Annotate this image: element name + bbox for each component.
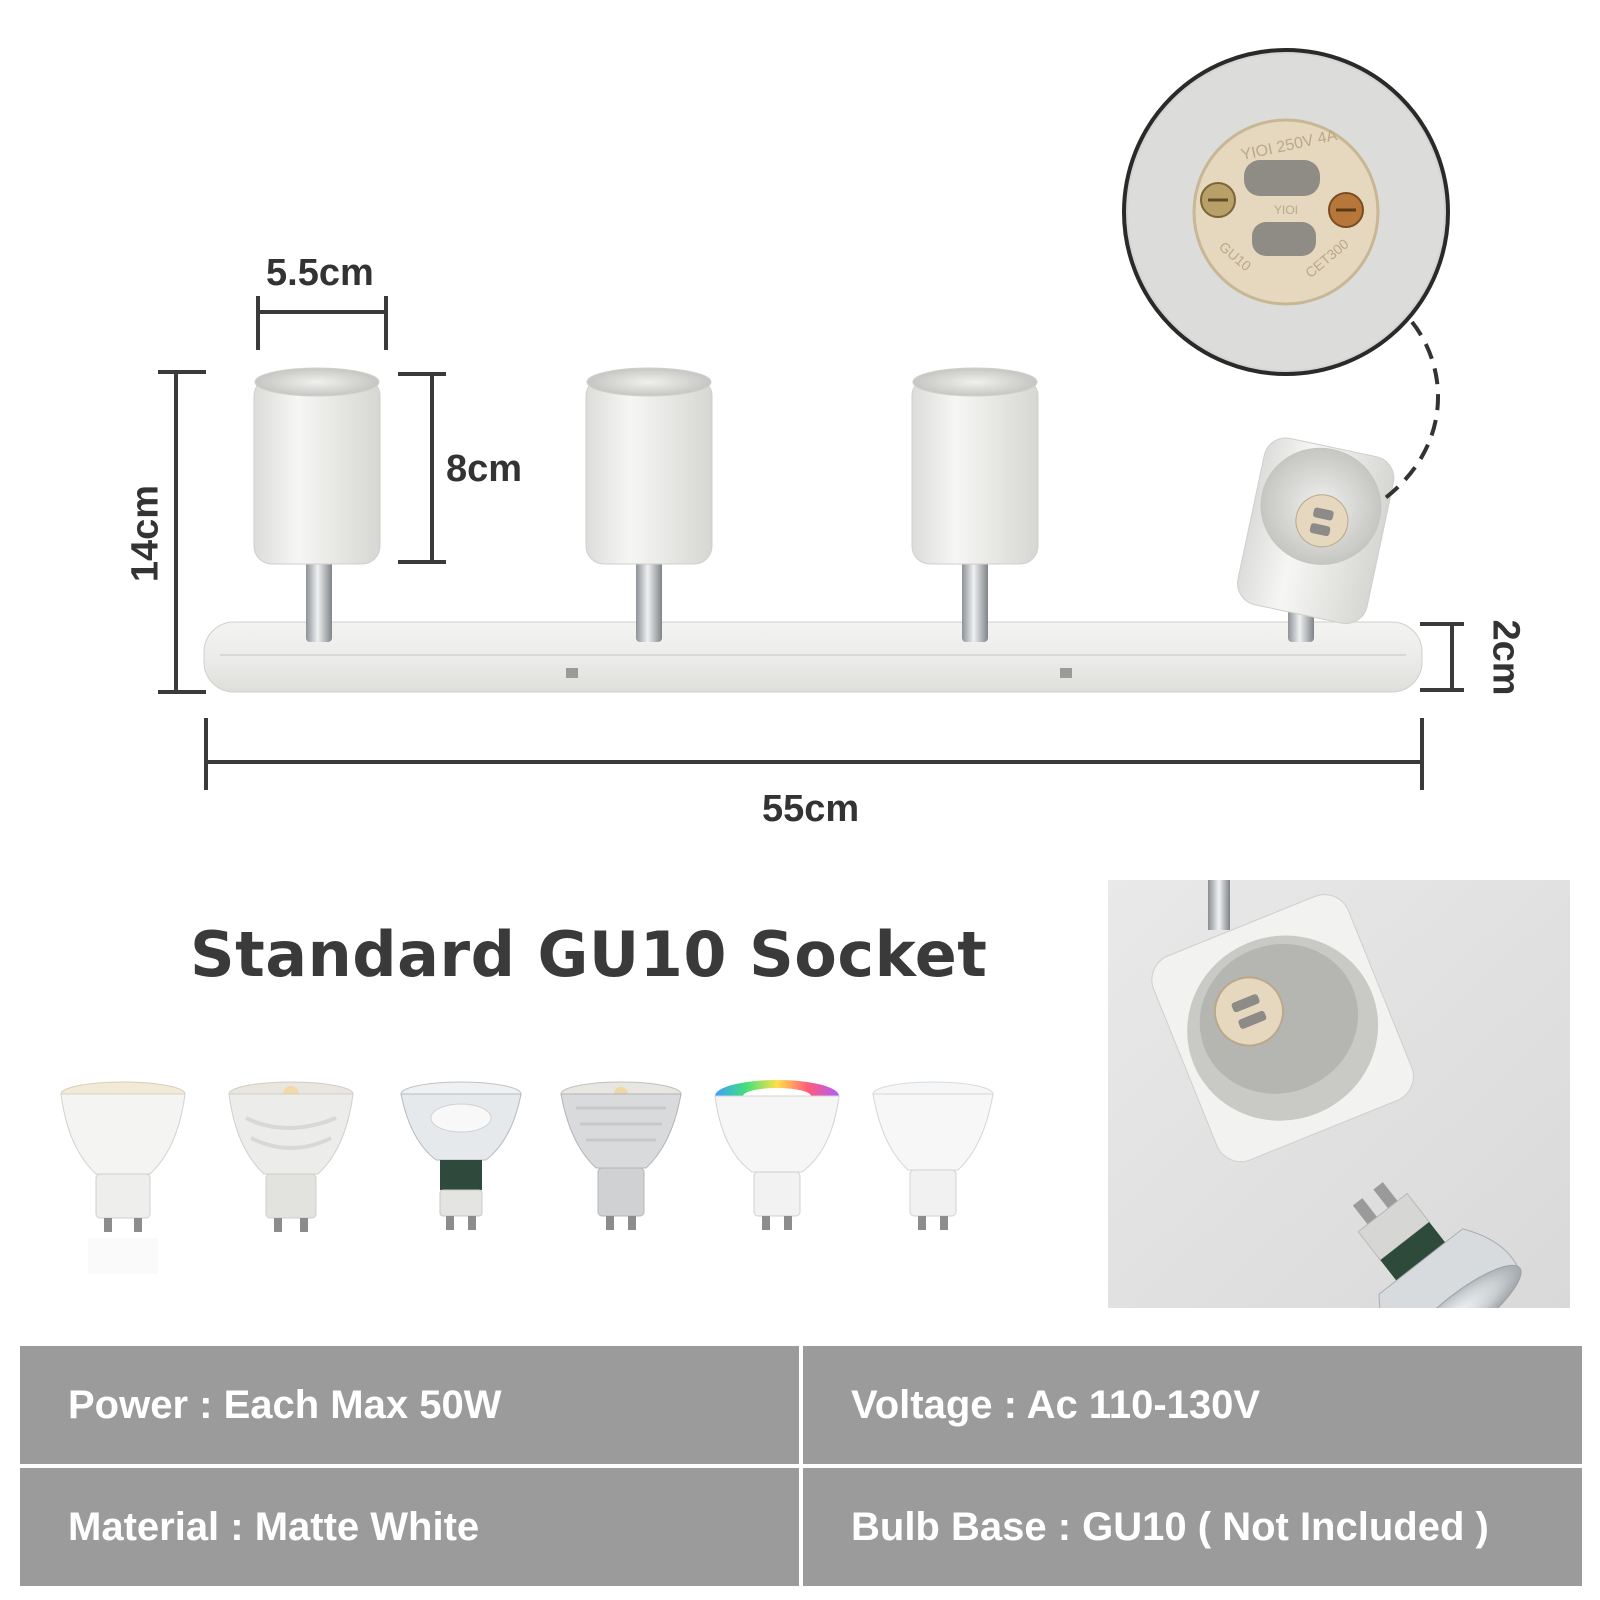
fixture-diagram: YIOI 250V 4A YIOI GU10 CET300: [158, 48, 1464, 790]
chrome-stem: [636, 560, 662, 642]
spec-table: Power : Each Max 50W Voltage : Ac 110-13…: [20, 1346, 1582, 1586]
spec-power: Power : Each Max 50W: [20, 1346, 799, 1464]
fixture-base: [203, 621, 1423, 693]
chrome-stem: [306, 560, 332, 642]
socket-zoom-circle: [1122, 48, 1450, 376]
section-heading: Standard GU10 Socket: [190, 918, 988, 991]
chrome-stem: [962, 560, 988, 642]
rgb-smart-bulb-icon: [714, 1080, 840, 1230]
tilted-spotlight-cup: [1237, 437, 1395, 625]
dimension-total-height: 14cm: [124, 484, 167, 583]
frosted-led-bulb-icon: [872, 1081, 994, 1230]
dimension-cup-height: 8cm: [446, 448, 523, 490]
spec-bulb-base: Bulb Base : GU10 ( Not Included ): [803, 1468, 1582, 1586]
cob-reflector-bulb-icon: [228, 1081, 354, 1232]
spotlight-cup: [253, 367, 381, 565]
dimension-total-length: 55cm: [762, 788, 860, 830]
dimension-lines: [158, 296, 1464, 790]
bulb-install-inset: [1108, 880, 1570, 1308]
socket-marking-middle: YIOI: [1274, 203, 1298, 217]
spotlight-cup: [911, 367, 1039, 565]
base-screw: [566, 668, 578, 678]
smd-led-bulb-icon: [60, 1081, 186, 1274]
dimension-base-height: 2cm: [1484, 619, 1527, 696]
spec-voltage: Voltage : Ac 110-130V: [803, 1346, 1582, 1464]
silver-glass-bulb-icon: [560, 1081, 682, 1230]
glass-halogen-bulb-icon: [400, 1081, 522, 1230]
spec-material: Material : Matte White: [20, 1468, 799, 1586]
spotlight-cup: [585, 367, 713, 565]
dimension-cup-width: 5.5cm: [266, 252, 374, 294]
base-screw: [1060, 668, 1072, 678]
